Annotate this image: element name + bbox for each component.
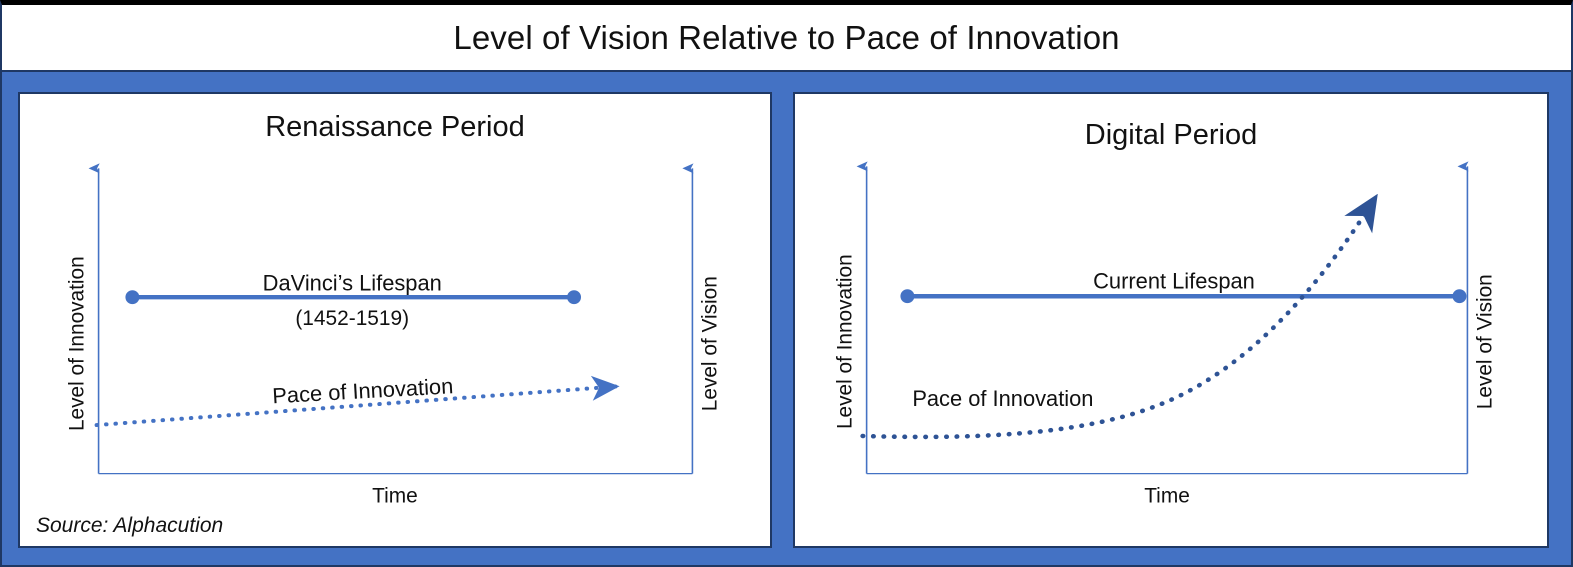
lifespan-end-dot xyxy=(1452,289,1467,304)
pace-of-innovation-dotted-line xyxy=(94,375,620,428)
lifespan-label: DaVinci’s Lifespan xyxy=(263,270,442,295)
lifespan-years: (1452-1519) xyxy=(295,307,409,330)
panel-digital-period: Digital Period Level of Innovation xyxy=(793,92,1549,548)
lifespan-end-dot xyxy=(567,290,582,305)
source-note: Source: Alphacution xyxy=(36,514,224,537)
header-bar: Level of Vision Relative to Pace of Inno… xyxy=(2,5,1571,72)
y-axis-left-label: Level of Innovation xyxy=(834,254,857,429)
panel-title-left: Renaissance Period xyxy=(265,111,525,143)
x-axis-label: Time xyxy=(1144,484,1190,507)
lifespan-start-dot xyxy=(900,289,915,304)
pace-of-innovation-label: Pace of Innovation xyxy=(272,373,454,408)
y-axis-right-label: Level of Vision xyxy=(1473,274,1496,409)
renaissance-chart: Level of Innovation Level of Vision Time… xyxy=(66,163,721,507)
pace-of-innovation-dotted-curve xyxy=(860,193,1378,440)
x-axis-label: Time xyxy=(372,484,418,507)
lifespan-label: Current Lifespan xyxy=(1093,268,1255,293)
y-axis-left-label: Level of Innovation xyxy=(66,256,89,431)
pace-of-innovation-label: Pace of Innovation xyxy=(912,386,1093,411)
digital-chart: Level of Innovation Level of Vision Time… xyxy=(834,161,1496,507)
page-title: Level of Vision Relative to Pace of Inno… xyxy=(453,18,1120,56)
panel-renaissance-period: Renaissance Period Level of Innova xyxy=(18,92,772,548)
y-axis-right-label: Level of Vision xyxy=(698,276,721,411)
panel-title-right: Digital Period xyxy=(1084,119,1258,151)
lifespan-start-dot xyxy=(125,290,140,305)
